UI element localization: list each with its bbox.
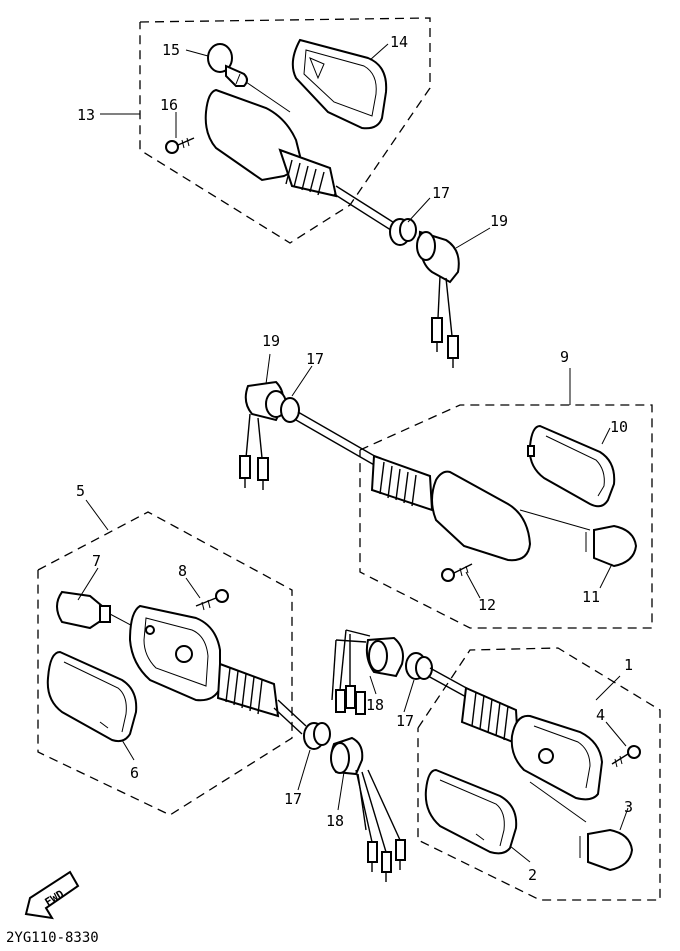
assembly-5-rear-left-flasher bbox=[37, 511, 406, 882]
callout-18-bottom: 18 bbox=[326, 812, 344, 830]
housing-9 bbox=[370, 454, 532, 562]
lens-14 bbox=[291, 38, 388, 130]
group-boundary-9 bbox=[359, 404, 653, 629]
callout-19-top: 19 bbox=[490, 212, 508, 230]
assembly-13-front-right-flasher bbox=[139, 17, 460, 368]
callout-2: 2 bbox=[528, 866, 537, 884]
group-boundary-1 bbox=[417, 647, 661, 901]
callout-19-middle: 19 bbox=[262, 332, 280, 350]
coupler-18-middle bbox=[331, 629, 404, 715]
callout-17-middle: 17 bbox=[306, 350, 324, 368]
callout-1: 1 bbox=[624, 656, 633, 674]
screw-12 bbox=[441, 563, 473, 582]
callout-12: 12 bbox=[478, 596, 496, 614]
drawing-number: 2YG110-8330 bbox=[6, 930, 99, 946]
fwd-direction-arrow: FWD bbox=[24, 870, 80, 920]
screw-8 bbox=[195, 589, 229, 611]
callout-14: 14 bbox=[390, 33, 408, 51]
callout-13: 13 bbox=[77, 106, 95, 124]
grommet-17-top bbox=[389, 218, 417, 246]
bulb-11 bbox=[519, 509, 638, 568]
callout-7: 7 bbox=[92, 552, 101, 570]
coupler-18-bottom bbox=[330, 736, 406, 882]
callout-4: 4 bbox=[596, 706, 605, 724]
bulb-3 bbox=[579, 828, 634, 872]
callout-5: 5 bbox=[76, 482, 85, 500]
housing-5 bbox=[128, 604, 307, 735]
lens-2 bbox=[424, 768, 518, 855]
lens-10 bbox=[527, 424, 616, 508]
group-boundary-13 bbox=[139, 17, 431, 244]
callout-3: 3 bbox=[624, 798, 633, 816]
housing-1 bbox=[460, 686, 604, 823]
leader-lines bbox=[77, 43, 629, 863]
assembly-1-front-left-flasher bbox=[331, 629, 661, 901]
callout-6: 6 bbox=[130, 764, 139, 782]
callout-17-right: 17 bbox=[396, 712, 414, 730]
callout-16: 16 bbox=[160, 96, 178, 114]
lens-6 bbox=[46, 650, 138, 743]
assembly-9-rear-right-flasher bbox=[239, 380, 653, 629]
screw-16 bbox=[165, 137, 195, 154]
coupler-19-top bbox=[416, 230, 460, 368]
callout-10: 10 bbox=[610, 418, 628, 436]
grommet-17-middle bbox=[265, 390, 300, 423]
group-boundary-5 bbox=[37, 511, 293, 816]
callout-17-left: 17 bbox=[284, 790, 302, 808]
grommet-17-right bbox=[405, 652, 433, 680]
housing-13 bbox=[204, 88, 397, 233]
callout-17-top: 17 bbox=[432, 184, 450, 202]
bulb-15 bbox=[207, 43, 291, 113]
callout-labels: 13 15 14 16 17 19 9 10 11 12 19 17 5 7 8… bbox=[76, 33, 633, 884]
callout-18-middle: 18 bbox=[366, 696, 384, 714]
callout-8: 8 bbox=[178, 562, 187, 580]
screw-4 bbox=[611, 745, 641, 768]
callout-11: 11 bbox=[582, 588, 600, 606]
callout-9: 9 bbox=[560, 348, 569, 366]
bulb-7 bbox=[56, 590, 141, 631]
grommet-17-left bbox=[303, 722, 331, 750]
rubber-boot-13 bbox=[285, 159, 325, 196]
callout-15: 15 bbox=[162, 41, 180, 59]
